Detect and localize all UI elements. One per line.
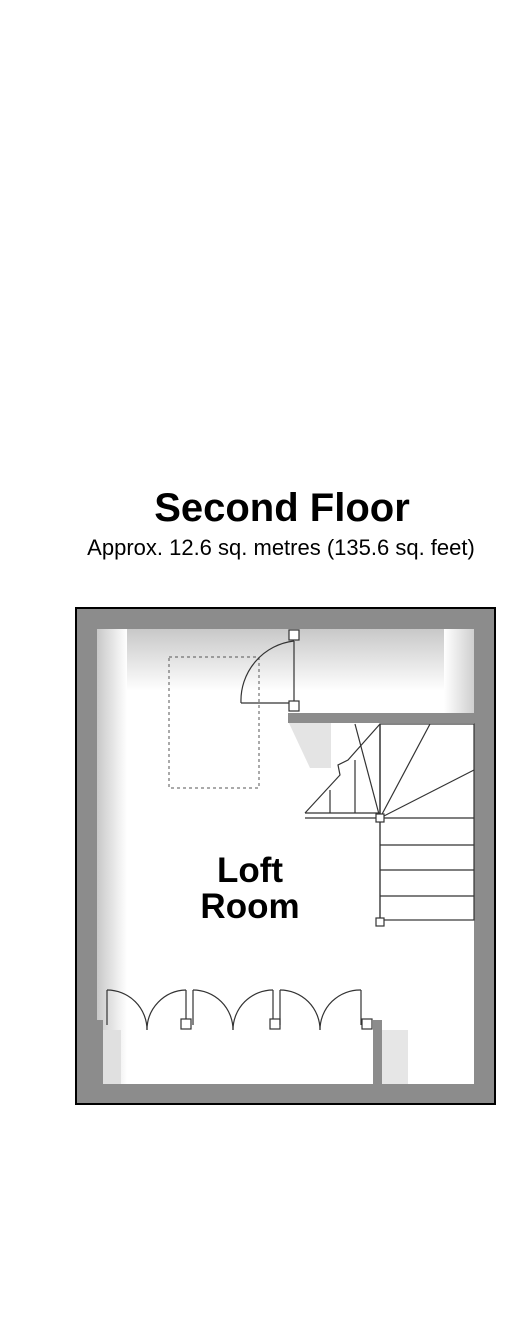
loft-hatch — [168, 656, 260, 789]
room-label-room: Room — [200, 887, 299, 926]
internal-wall — [288, 713, 474, 723]
room-label-loft: Loft — [217, 851, 283, 890]
floor-area: Approx. 12.6 sq. metres (135.6 sq. feet) — [87, 535, 475, 560]
entry-door — [240, 629, 300, 712]
cupboard-wall — [97, 1020, 408, 1084]
staircase — [304, 723, 475, 927]
wall-shadows — [97, 629, 474, 1084]
cupboard-doors — [106, 989, 373, 1031]
floor-title: Second Floor — [154, 486, 410, 530]
